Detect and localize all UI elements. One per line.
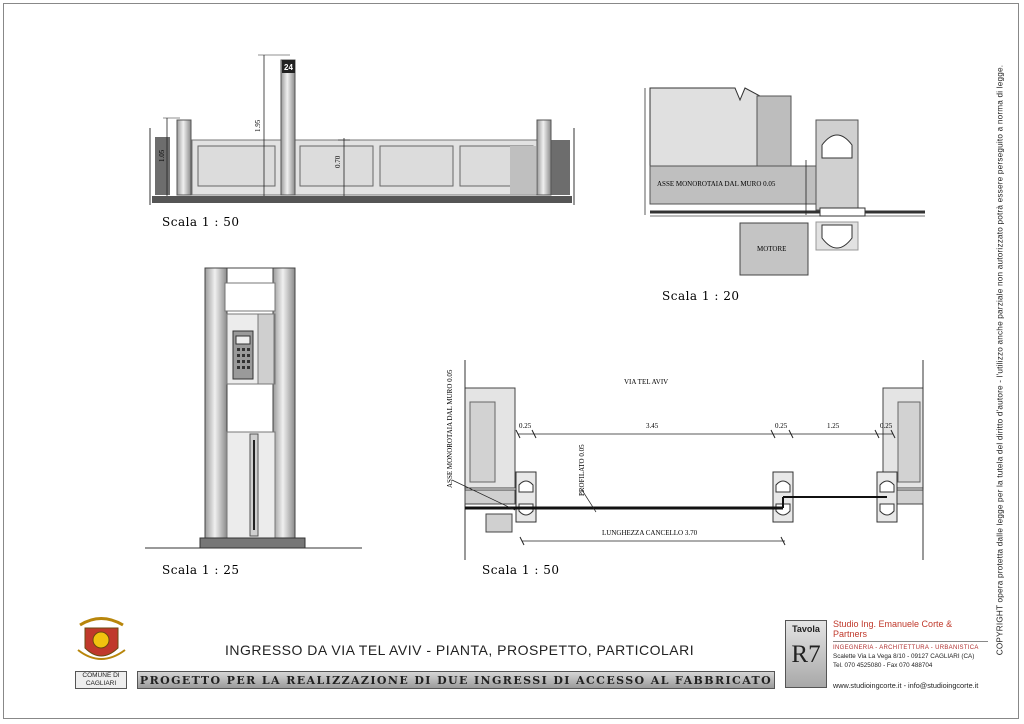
comune-label: COMUNE DI CAGLIARI <box>75 671 127 689</box>
coat-of-arms-logo <box>77 617 126 660</box>
pillar-view <box>145 267 362 549</box>
main-title: INGRESSO DA VIA TEL AVIV - PIANTA, PROSP… <box>225 642 695 658</box>
plan-scale: Scala 1 : 50 <box>482 563 559 577</box>
copyright-note: COPYRIGHT opera protetta dalle legge per… <box>992 40 1007 680</box>
plan-dim-2: 3.45 <box>646 422 659 430</box>
studio-name: Studio Ing. Emanuele Corte & Partners <box>833 619 988 642</box>
profile-label: PROFILATO 0.05 <box>578 444 586 496</box>
studio-address: Scalette Via La Vega 8/10 - 09127 CAGLIA… <box>833 653 975 660</box>
sheet-frame <box>3 3 1019 719</box>
dim-height-pillar: 1.95 <box>254 119 262 132</box>
tavola-box: Tavola R7 <box>785 620 827 688</box>
motor-label: MOTORE <box>757 245 786 253</box>
tavola-number: R7 <box>791 641 821 668</box>
plan-rail-axis-label: ASSE MONOROTAIA DAL MURO 0.05 <box>446 369 454 488</box>
tavola-label: Tavola <box>792 624 820 634</box>
gate-length-label: LUNGHEZZA CANCELLO 3.70 <box>602 529 698 537</box>
pillar-scale: Scala 1 : 25 <box>162 563 239 577</box>
studio-phone: Tel. 070 4525080 - Fax 070 488704 <box>833 662 933 669</box>
studio-block: Studio Ing. Emanuele Corte & Partners IN… <box>833 619 988 690</box>
studio-disciplines: INGEGNERIA - ARCHITETTURA - URBANISTICA <box>833 645 979 651</box>
plan-dim-3: 0.25 <box>775 422 788 430</box>
detail-view <box>644 87 925 276</box>
dim-height-left: 1.05 <box>158 149 166 162</box>
street-label: VIA TEL AVIV <box>624 378 668 386</box>
plan-dim-4: 1.25 <box>827 422 840 430</box>
elevation-scale: Scala 1 : 50 <box>162 215 239 229</box>
detail-scale: Scala 1 : 20 <box>662 289 739 303</box>
project-banner: PROGETTO PER LA REALIZZAZIONE DI DUE ING… <box>137 671 775 689</box>
copyright-text: COPYRIGHT opera protetta dalle legge per… <box>995 64 1004 656</box>
elevation-view <box>149 54 575 205</box>
dim-height-gate: 0.70 <box>334 155 342 168</box>
house-number: 24 <box>284 63 293 72</box>
plan-dim-1: 0.25 <box>519 422 532 430</box>
studio-web: www.studioingcorte.it - info@studioingco… <box>833 681 979 690</box>
plan-dim-5: 0.25 <box>880 422 893 430</box>
detail-rail-axis-label: ASSE MONOROTAIA DAL MURO 0.05 <box>657 180 776 188</box>
plan-view <box>451 360 924 560</box>
house-number-plate <box>282 60 295 73</box>
